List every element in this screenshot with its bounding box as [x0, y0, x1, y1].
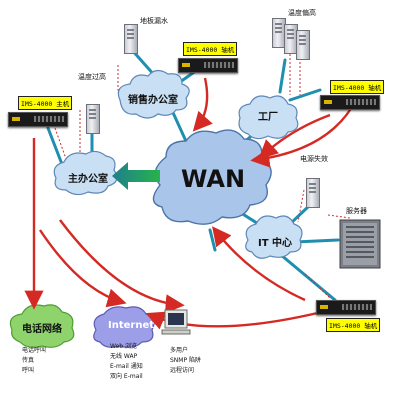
link-sales-server: [130, 48, 157, 78]
link-wan-bottom: [208, 228, 217, 252]
server-label-sales: 地板漏水: [140, 17, 168, 25]
pc-item-list: 多用户 SNMP 陷阱 远程访问: [170, 348, 201, 374]
cloud-wan: [152, 129, 272, 225]
server-icon-factory-3: [296, 30, 310, 60]
server-label-factory: 温度偏高: [288, 9, 316, 17]
cloud-sales: [117, 69, 190, 119]
server-icon-it: [306, 178, 320, 208]
server-icon-main: [86, 104, 100, 134]
internet-item-list: Web 浏览 无线 WAP E-mail 通知 双向 E-mail: [110, 344, 143, 380]
link-factory-server: [278, 58, 287, 94]
server-icon-factory-2: [284, 24, 298, 54]
phone-item: 呼叫: [22, 367, 35, 374]
ims-device-1: [178, 58, 238, 73]
ims-device-2: [8, 112, 68, 127]
ims-device-1-label: IMS-4000 轴机: [183, 42, 238, 56]
link-it-rack: [293, 238, 340, 244]
pc-item: SNMP 陷阱: [170, 357, 201, 364]
server-label-it: 电源失效: [300, 155, 328, 163]
alarm-arrow-to-internet: [39, 229, 127, 308]
cloud-it: [245, 215, 303, 259]
link-it-server: [288, 203, 312, 226]
phone-item: 传真: [22, 357, 35, 364]
rack-cabinet: [339, 219, 381, 269]
link-it-dev: [273, 248, 337, 302]
ims-device-3: [320, 95, 380, 110]
internet-item: 无线 WAP: [110, 353, 138, 360]
server-label-main: 温度过高: [78, 73, 106, 81]
ims-device-4-label: IMS-4000 轴机: [326, 318, 381, 332]
alarm-arrow-sales: [192, 77, 213, 132]
pc-terminal: [161, 309, 191, 335]
cloud-factory: [238, 95, 299, 140]
cloud-internet: [93, 306, 155, 348]
pc-item: 多用户: [170, 347, 189, 354]
alarm-arrow-it: [212, 226, 306, 302]
wan-label: WAN: [181, 165, 246, 193]
cloud-label-sales: 销售办公室: [128, 95, 178, 106]
server-icon-sales: [124, 24, 138, 54]
ims-device-3-label: IMS-4000 轴机: [330, 80, 385, 94]
cloud-label-it: IT 中心: [258, 238, 293, 249]
internet-item: 双向 E-mail: [110, 373, 143, 380]
pc-item: 远程访问: [170, 367, 195, 374]
internet-item: Web 浏览: [110, 343, 137, 350]
cloud-label-factory: 工厂: [258, 112, 278, 123]
phone-item-list: 电话呼叫 传真 呼叫: [22, 348, 46, 374]
alarm-arrow-to-pc: [59, 219, 185, 314]
cloud-label-main: 主办公室: [68, 174, 108, 185]
wan-to-main-arrow: [112, 162, 160, 190]
cloud-main: [53, 150, 118, 196]
cloud-label-phone: 电话网络: [22, 324, 62, 335]
link-factory-dev: [288, 88, 322, 102]
internet-item: E-mail 通知: [110, 363, 143, 370]
alarm-arrow-factory-top: [250, 99, 358, 168]
rack-label: 服务器: [346, 207, 367, 215]
ims-device-4: [316, 300, 376, 315]
cloud-label-internet: Internet: [108, 320, 155, 331]
ims-device-2-label: IMS-4000 主机: [18, 96, 73, 110]
phone-item: 电话呼叫: [22, 347, 47, 354]
